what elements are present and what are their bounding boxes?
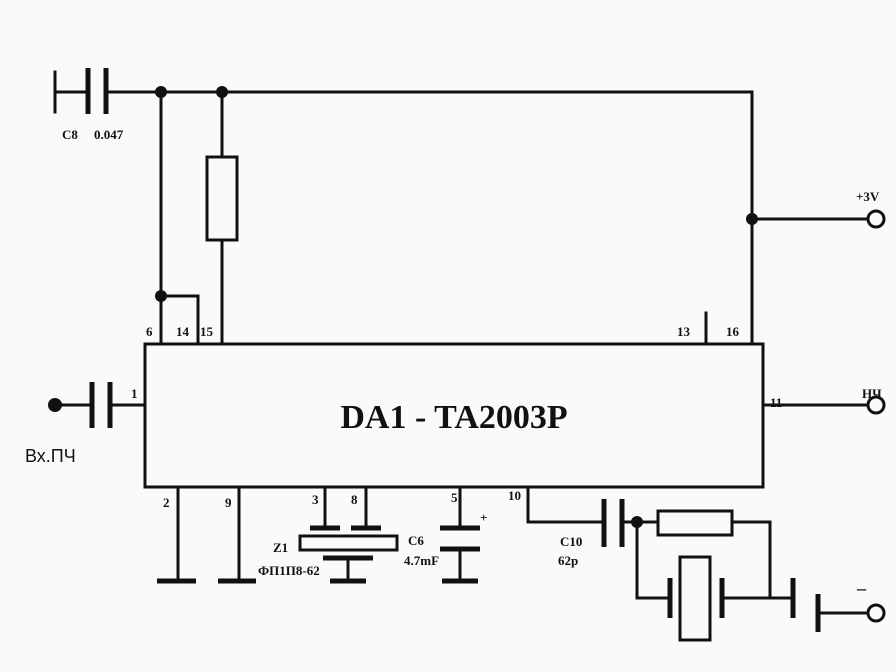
c10-value: 62p: [558, 553, 578, 568]
pin6-pin14-wire: [159, 90, 200, 346]
c6-polarity: +: [480, 510, 487, 525]
ground-out-label: –: [856, 578, 867, 598]
vcc-label: +3V: [856, 189, 880, 204]
pin-number: 11: [770, 395, 782, 410]
c8-value: 0.047: [94, 127, 124, 142]
pin-number: 14: [176, 324, 190, 339]
c6-label: C6: [408, 533, 424, 548]
pin-number: 6: [146, 324, 153, 339]
pin-number: 8: [351, 492, 358, 507]
top-rail-wire: [104, 90, 754, 346]
z1-label: Z1: [273, 540, 288, 555]
ground-out-terminal: [866, 603, 886, 623]
junction-dot: [746, 213, 758, 225]
if-input-label: Вх.ПЧ: [25, 446, 76, 466]
pin-number: 13: [677, 324, 691, 339]
junction-dot: [155, 290, 167, 302]
pin2-ground: [157, 485, 196, 584]
pin-number: 1: [131, 386, 138, 401]
af-out-label: НЧ: [862, 386, 882, 401]
pin-number: 10: [508, 488, 521, 503]
if-input-terminal: [48, 398, 62, 412]
ground-out-wire: [815, 594, 870, 632]
pin-number: 5: [451, 490, 458, 505]
pin-number: 9: [225, 495, 232, 510]
pin-number: 15: [200, 324, 214, 339]
c8-label: C8: [62, 127, 78, 142]
resonator-element: [635, 520, 796, 642]
c6-value: 4.7mF: [404, 553, 439, 568]
ic-body: [143, 342, 765, 489]
resistor-r-load: [656, 509, 772, 600]
c10-label: C10: [560, 534, 582, 549]
input-capacitor: [53, 382, 147, 428]
af-out-terminal: [866, 395, 886, 415]
filter-z1: [298, 485, 399, 584]
z1-part-label: ФП1П8-62: [258, 563, 320, 578]
pin-number: 16: [726, 324, 740, 339]
pin9-ground: [218, 485, 256, 584]
vcc-terminal: [866, 209, 886, 229]
capacitor-c6: [440, 485, 480, 584]
pin-number: 2: [163, 495, 170, 510]
capacitor-c8: [53, 68, 109, 114]
resistor-pin15: [205, 90, 239, 346]
ic-label: DA1 - TA2003P: [340, 399, 567, 436]
pin-number: 3: [312, 492, 319, 507]
